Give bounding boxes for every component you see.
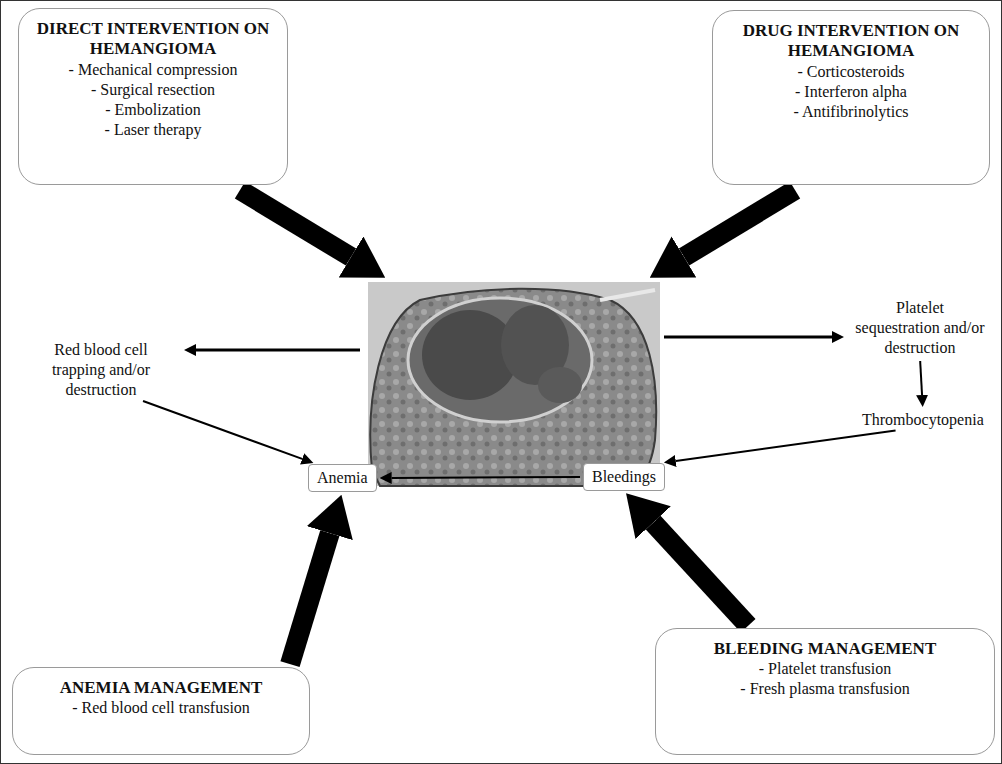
management-box: BLEEDING MANAGEMENT- Platelet transfusio… <box>655 628 995 755</box>
box-text: - Embolization <box>29 100 277 120</box>
box-text: Platelet sequestration and/or destructio… <box>855 298 985 358</box>
box-text: - Fresh plasma transfusion <box>666 679 984 699</box>
management-box: ANEMIA MANAGEMENT- Red blood cell transf… <box>12 667 310 755</box>
box-text: - Red blood cell transfusion <box>23 698 299 718</box>
box-heading: BLEEDING MANAGEMENT <box>666 639 984 659</box>
box-heading: ANEMIA MANAGEMENT <box>23 678 299 698</box>
tissue-section <box>370 289 656 486</box>
intervention-arrow <box>240 190 351 257</box>
outcome-box: Bleedings <box>583 463 665 491</box>
box-text: - Surgical resection <box>29 80 277 100</box>
intervention-arrow <box>684 190 795 257</box>
effect-arrow <box>196 349 360 352</box>
box-text: - Laser therapy <box>29 120 277 140</box>
effect-text: Thrombocytopenia <box>862 410 984 430</box>
box-text: Anemia <box>317 468 368 488</box>
box-text: Bleedings <box>592 467 656 487</box>
box-heading: DRUG INTERVENTION ON HEMANGIOMA <box>723 21 979 62</box>
flow-arrow <box>143 401 302 459</box>
effect-text: Red blood cell trapping and/or destructi… <box>45 340 157 400</box>
box-text: - Platelet transfusion <box>666 659 984 679</box>
effect-arrow <box>664 336 832 339</box>
effect-text: Platelet sequestration and/or destructio… <box>855 298 985 358</box>
flow-arrow <box>920 361 922 395</box>
box-heading: DIRECT INTERVENTION ON HEMANGIOMA <box>29 19 277 60</box>
management-arrow <box>290 533 330 664</box>
box-text: - Antifibrinolytics <box>723 102 979 122</box>
micrograph-background <box>368 282 660 486</box>
vascular-lobule <box>538 367 582 403</box>
box-text: - Corticosteroids <box>723 62 979 82</box>
outcome-box: Anemia <box>308 464 377 492</box>
intervention-box: DIRECT INTERVENTION ON HEMANGIOMA- Mecha… <box>18 8 288 185</box>
micrograph <box>368 282 660 486</box>
intervention-box: DRUG INTERVENTION ON HEMANGIOMA- Cortico… <box>712 10 990 185</box>
flow-arrow <box>676 430 896 461</box>
box-text: Thrombocytopenia <box>862 410 984 430</box>
lesion-capsule <box>408 298 592 422</box>
management-arrow <box>653 523 748 626</box>
flow-arrow <box>392 476 580 479</box>
tissue-cleft <box>600 290 655 300</box>
box-text: Red blood cell trapping and/or destructi… <box>45 340 157 400</box>
box-text: - Interferon alpha <box>723 82 979 102</box>
box-text: - Mechanical compression <box>29 60 277 80</box>
